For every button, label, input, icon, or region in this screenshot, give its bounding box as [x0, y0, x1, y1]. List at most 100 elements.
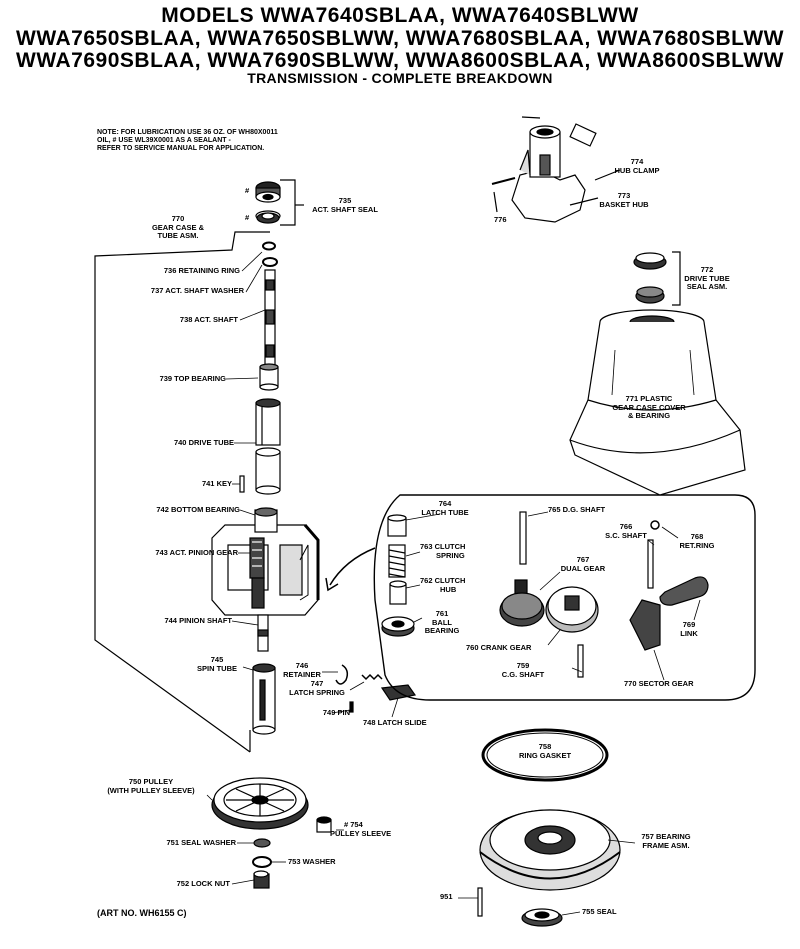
gear-case-cover [569, 309, 746, 496]
label-771: 771 PLASTIC GEAR CASE COVER & BEARING [604, 394, 694, 421]
label-773: 773 BASKET HUB [594, 191, 654, 209]
latch-tube [387, 514, 407, 537]
label-766: 766 S.C. SHAFT [604, 522, 648, 540]
label-770b-name: SECTOR GEAR [638, 679, 694, 688]
label-744-name: PINION SHAFT [179, 616, 232, 625]
bottom-seal [521, 908, 563, 927]
label-769-num: 769 [682, 620, 696, 629]
label-759-name: C.G. SHAFT [501, 669, 545, 679]
label-765-num: 765 [548, 505, 561, 514]
label-763-line2: SPRING [436, 550, 465, 560]
art-number: (ART NO. WH6155 C) [97, 908, 187, 918]
label-745: 745 SPIN TUBE [190, 655, 244, 673]
label-771-line3: & BEARING [627, 411, 671, 420]
label-754: # 754 PULLEY SLEEVE [330, 820, 391, 838]
label-754-hash: # [344, 820, 349, 829]
detail-arrow [329, 547, 376, 586]
label-753-name: WASHER [302, 857, 336, 866]
ring-gasket [481, 728, 609, 782]
label-769: 769 LINK [676, 620, 702, 638]
shaft-washer [262, 257, 278, 267]
dg-shaft [519, 511, 527, 565]
pulley-sleeve [316, 816, 332, 833]
label-770-num: 770 [171, 214, 185, 223]
label-770b-num: 770 [624, 679, 637, 688]
spin-tube [252, 663, 276, 735]
shaft-seal-bracket [280, 179, 296, 226]
gear-case-housing [211, 507, 320, 616]
label-762: 762 CLUTCH HUB [420, 576, 466, 594]
label-762-line1: CLUTCH [434, 576, 466, 585]
label-750-num: 750 [128, 777, 142, 786]
label-760-num: 760 [466, 643, 479, 652]
note-line-1: NOTE: FOR LUBRICATION USE 36 OZ. OF WH80… [97, 129, 278, 136]
label-744: 744 PINION SHAFT [120, 616, 232, 626]
label-737: 737 ACT. SHAFT WASHER [110, 286, 244, 296]
label-744-num: 744 [164, 616, 177, 625]
label-750: 750 PULLEY (WITH PULLEY SLEEVE) [92, 777, 210, 795]
label-742-num: 742 [156, 505, 169, 514]
label-751-name: SEAL WASHER [181, 838, 236, 847]
label-748: 748 LATCH SLIDE [363, 718, 427, 728]
label-770-line1: GEAR CASE & [151, 222, 205, 232]
crank-gear [545, 586, 599, 633]
label-750-sub: (WITH PULLEY SLEEVE) [107, 785, 195, 795]
label-773-name: BASKET HUB [599, 199, 649, 209]
note-line-3: REFER TO SERVICE MANUAL FOR APPLICATION. [97, 145, 265, 152]
hub-bolt [491, 177, 516, 185]
model-title-line-1: MODELS WWA7640SBLAA, WWA7640SBLWW [161, 4, 639, 27]
label-737-name: ACT. SHAFT WASHER [165, 286, 244, 295]
label-771-line1: 771 PLASTIC [625, 394, 673, 403]
drive-tube [255, 398, 281, 495]
label-741-name: KEY [216, 479, 232, 488]
label-755-name: SEAL [596, 907, 617, 916]
label-758-name: RING GASKET [518, 750, 572, 760]
label-755-num: 755 [582, 907, 595, 916]
label-741-num: 741 [201, 479, 215, 488]
label-768-num: 768 [690, 532, 704, 541]
lock-nut [253, 870, 270, 889]
label-774-name: HUB CLAMP [614, 165, 660, 175]
label-743-num: 743 [155, 548, 168, 557]
label-746: 746 RETAINER [280, 661, 324, 679]
seal-washer [253, 838, 271, 848]
label-761-line1: BALL [432, 617, 452, 627]
label-753-num: 753 [288, 857, 301, 866]
label-772: 772 DRIVE TUBE SEAL ASM. [676, 265, 738, 292]
key [239, 475, 245, 493]
label-757-num: 757 [641, 832, 654, 841]
drive-tube-seal [633, 252, 667, 304]
label-771-line2: GEAR CASE COVER [612, 402, 686, 412]
label-752-num: 752 [176, 879, 190, 888]
label-767: 767 DUAL GEAR [556, 555, 610, 573]
label-767-name: DUAL GEAR [560, 563, 606, 573]
label-763-line1: CLUTCH [434, 542, 466, 551]
label-735-name: ACT. SHAFT SEAL [312, 204, 378, 214]
retaining-ring [262, 241, 276, 251]
hub-clamp [569, 123, 597, 147]
detail-callout-box [373, 494, 756, 701]
label-768-name: RET.RING [679, 540, 715, 550]
label-749-name: PIN [337, 708, 350, 717]
retainer [335, 664, 349, 685]
label-742: 742 BOTTOM BEARING [120, 505, 240, 515]
hash-mark-upper: # [245, 186, 250, 195]
label-762-num: 762 [420, 576, 433, 585]
label-748-num: 748 [363, 718, 376, 727]
act-shaft [264, 269, 276, 366]
label-760: 760 CRANK GEAR [466, 643, 531, 653]
label-765-name: D.G. SHAFT [562, 505, 606, 514]
label-761-line2: BEARING [424, 626, 460, 635]
label-740-num: 740 [173, 438, 187, 447]
label-736: 736 RETAINING RING [120, 266, 240, 276]
label-951: 951 [440, 892, 453, 901]
label-743-name: ACT. PINION GEAR [169, 548, 238, 557]
hash-mark-lower: # [245, 213, 250, 222]
sector-gear [629, 599, 661, 651]
label-772-num: 772 [700, 265, 714, 274]
label-761: 761 BALL BEARING [420, 609, 464, 636]
label-770-line2: TUBE ASM. [157, 231, 199, 240]
label-758-num: 758 [538, 742, 552, 751]
cg-shaft [577, 644, 584, 678]
label-747: 747 LATCH SPRING [282, 679, 352, 697]
